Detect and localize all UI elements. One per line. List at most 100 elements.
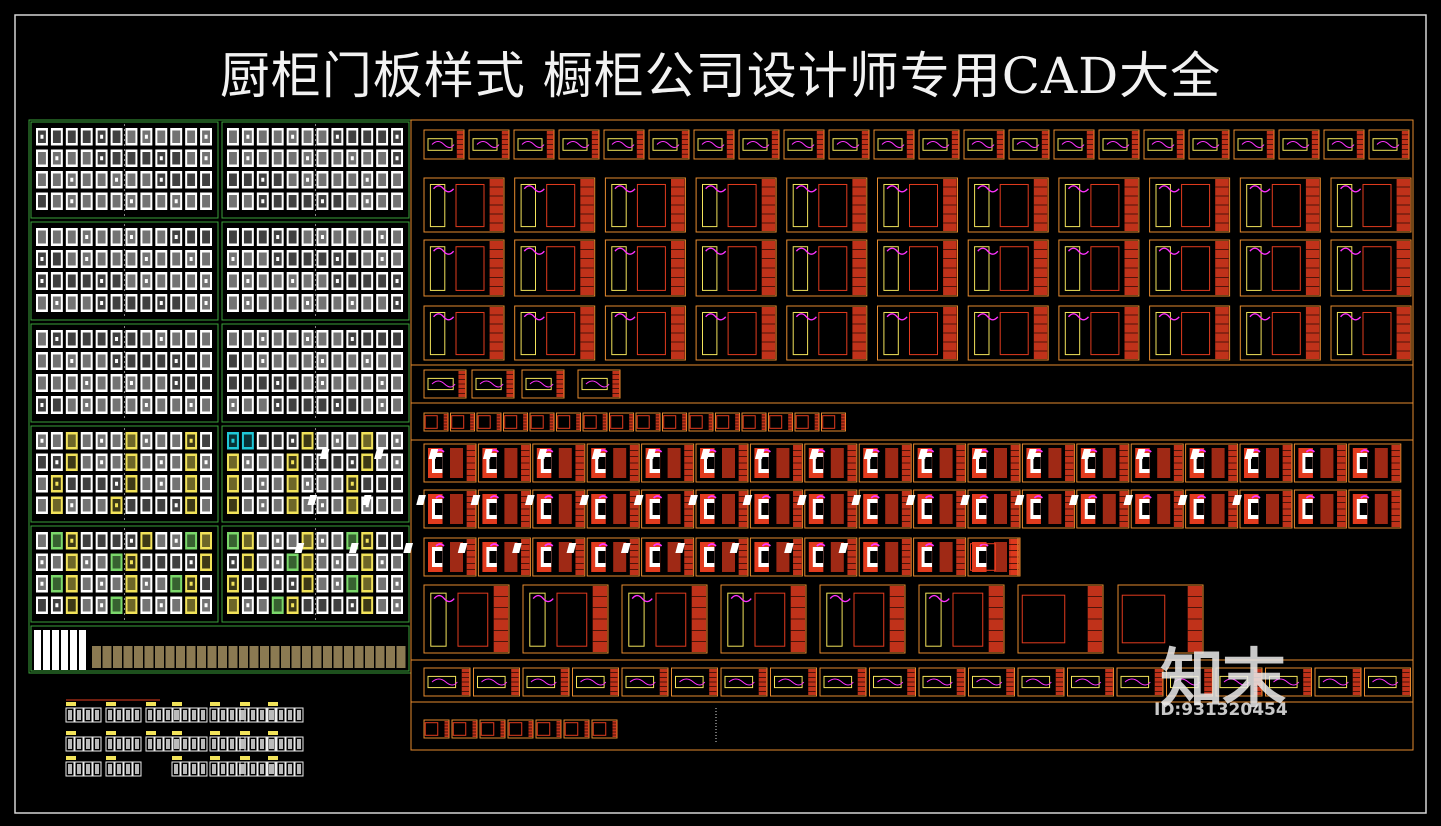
door-panel-inset (333, 230, 342, 244)
cad-elevation-icon (514, 305, 596, 361)
door-panel-inset (202, 434, 210, 447)
ornament-icon (886, 247, 908, 255)
cad-elevation-icon (1017, 667, 1065, 697)
door-knob-icon (70, 177, 74, 182)
door-panel-inset (172, 599, 181, 612)
sample-door-icon (294, 707, 304, 723)
door-knob-icon (204, 603, 208, 608)
door-outline (702, 246, 718, 291)
cad-elevation-icon (783, 129, 825, 160)
elevation-border (604, 305, 686, 361)
door-panel-inset (38, 534, 46, 547)
sample-tag-icon (106, 702, 116, 706)
cad-elevation-icon (621, 584, 708, 654)
door-knob-icon (246, 156, 250, 161)
panel-core (1087, 503, 1096, 515)
side-view (546, 183, 576, 228)
section-fill (994, 494, 1007, 524)
ornament-icon (614, 313, 636, 321)
door-panel-inset (157, 252, 166, 266)
door-outline (429, 311, 446, 356)
sample-door-inset (279, 710, 283, 720)
door-panel-inset (97, 230, 106, 244)
door-panel-inset (273, 456, 282, 469)
sample-door-icon (74, 736, 84, 752)
door-knob-icon (129, 538, 133, 543)
sample-door-icon (248, 736, 258, 752)
cad-elevation-icon (1116, 667, 1164, 697)
door-panel-inset (243, 376, 252, 390)
door-panel-inset (112, 230, 121, 244)
elevation-border (1008, 129, 1050, 160)
door-panel-inset (157, 534, 166, 547)
door-panel-inset (97, 332, 106, 346)
door-knob-icon (100, 438, 104, 443)
ornament-icon (435, 495, 445, 499)
door-knob-icon (261, 503, 265, 508)
door-outline (925, 592, 942, 647)
elevation-border (671, 667, 718, 697)
door-panel-inset (258, 296, 267, 310)
tall-door-icon (34, 630, 41, 670)
cad-elevation-icon (635, 412, 661, 432)
elevation-border (582, 412, 608, 432)
sample-tag-icon (172, 756, 182, 760)
side-view (1271, 183, 1301, 228)
sample-door-icon (227, 761, 237, 777)
door-panel-inset (127, 577, 136, 590)
sample-door-icon (74, 761, 84, 777)
door-panel-inset (378, 456, 387, 469)
ornament-icon (795, 247, 817, 255)
door-panel-inset (172, 274, 181, 288)
elevation-border (819, 584, 906, 654)
elevation-border (918, 667, 966, 697)
detail-icon (646, 449, 656, 459)
door-knob-icon (115, 359, 119, 363)
elevations-frame (410, 119, 1414, 751)
side-view (455, 246, 485, 291)
watermark-id: ID:931320454 (1154, 700, 1288, 720)
door-panel-inset (318, 434, 327, 447)
door-knob-icon (306, 337, 310, 341)
cad-elevation-icon (1117, 584, 1204, 654)
door-panel-inset (229, 230, 237, 244)
sample-door-icon (227, 707, 237, 723)
sample-door-inset (230, 710, 234, 720)
door-panel-inset (348, 434, 357, 447)
door-panel-inset (363, 398, 372, 412)
door-panel-inset (348, 376, 357, 390)
side-view (1090, 246, 1120, 291)
panel-core (707, 457, 715, 469)
brown-door-icon (155, 646, 164, 668)
door-panel-inset (303, 599, 312, 612)
door-panel-inset (229, 130, 237, 143)
elevation-border (586, 443, 640, 483)
door-panel-inset (258, 398, 267, 412)
sample-door-icon (239, 736, 249, 752)
section-fill (1374, 494, 1388, 524)
elevation-border (770, 667, 817, 697)
cad-elevation-icon (877, 239, 958, 297)
sample-door-icon (209, 707, 219, 723)
ornament-icon (1124, 678, 1151, 686)
detail-icon (905, 495, 916, 505)
door-outline (520, 311, 536, 356)
sample-door-icon (92, 736, 102, 752)
sample-tag-icon (66, 756, 76, 760)
door-panel-inset (363, 230, 372, 244)
cad-elevation-icon (476, 412, 502, 432)
cad-elevation-icon (786, 239, 868, 297)
door-knob-icon (40, 134, 44, 139)
door-panel-inset (348, 230, 357, 244)
door-knob-icon (55, 460, 59, 465)
ornament-icon (977, 313, 999, 321)
door-knob-icon (246, 279, 250, 283)
door-panel-inset (393, 252, 401, 266)
ornament-icon (431, 141, 455, 148)
panel-core (761, 457, 769, 469)
door-panel-inset (273, 173, 282, 186)
sample-door-inset (297, 739, 301, 749)
door-panel-inset (127, 354, 136, 368)
door-panel-inset (243, 354, 252, 368)
rail-outline (675, 675, 704, 689)
